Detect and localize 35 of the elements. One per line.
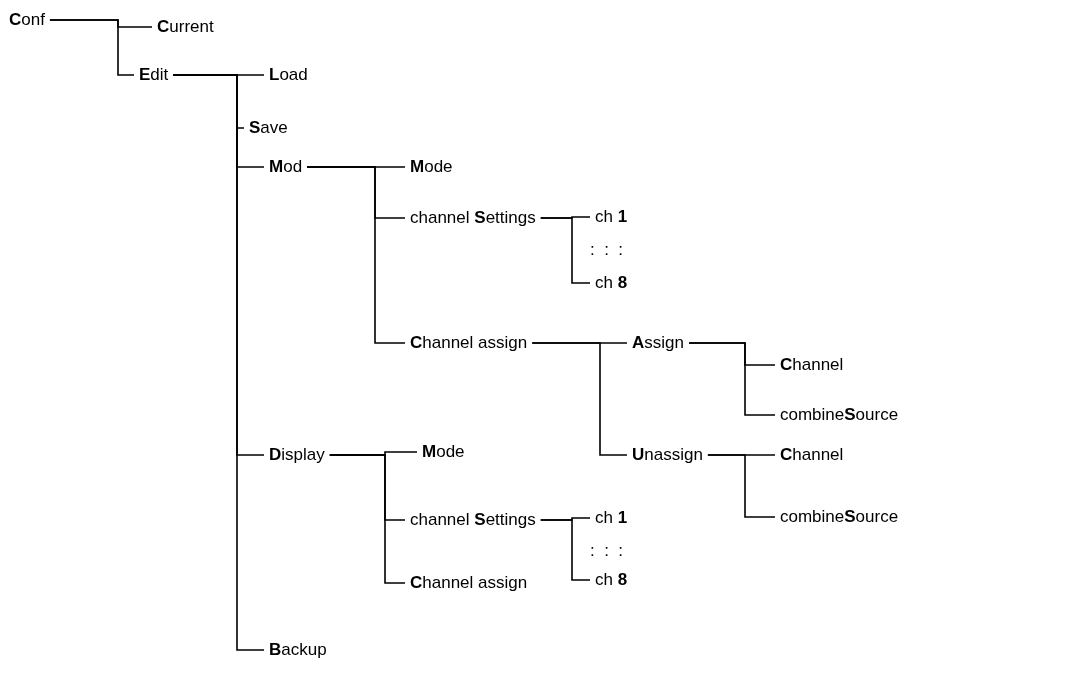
menu-item: channel Settings: [405, 207, 541, 229]
menu-item: Unassign: [627, 444, 708, 466]
menu-item: Edit: [134, 64, 174, 86]
menu-item: Assign: [627, 332, 689, 354]
menu-item: Conf: [4, 9, 50, 31]
menu-item: ch 1: [590, 206, 633, 228]
tree-connector: [688, 342, 776, 416]
menu-item: Channel assign: [405, 572, 533, 594]
tree-connector: [306, 166, 406, 344]
menu-item: ch 1: [590, 507, 633, 529]
menu-item: Backup: [264, 639, 332, 661]
menu-item: Mode: [417, 441, 470, 463]
tree-connector: [328, 454, 406, 584]
menu-item: combineSource: [775, 506, 904, 528]
menu-item: ch 8: [590, 569, 633, 591]
menu-item: Load: [264, 64, 313, 86]
menu-item: Mod: [264, 156, 308, 178]
tree-connector: [531, 342, 628, 456]
tree-connector: [539, 217, 591, 284]
menu-item: Channel: [775, 444, 849, 466]
tree-connector: [539, 519, 591, 581]
menu-item: Channel assign: [405, 332, 533, 354]
tree-connector: [172, 74, 265, 651]
menu-item: Current: [152, 16, 219, 38]
menu-item: channel Settings: [405, 509, 541, 531]
ellipsis-text: : : :: [590, 240, 624, 260]
ellipsis-text: : : :: [590, 541, 624, 561]
menu-item: ch 8: [590, 272, 633, 294]
menu-item: combineSource: [775, 404, 904, 426]
tree-connector: [707, 454, 776, 518]
menu-item: Save: [244, 117, 293, 139]
menu-item: Display: [264, 444, 330, 466]
menu-item: Mode: [405, 156, 458, 178]
menu-item: Channel: [775, 354, 849, 376]
tree-connector: [49, 19, 135, 76]
